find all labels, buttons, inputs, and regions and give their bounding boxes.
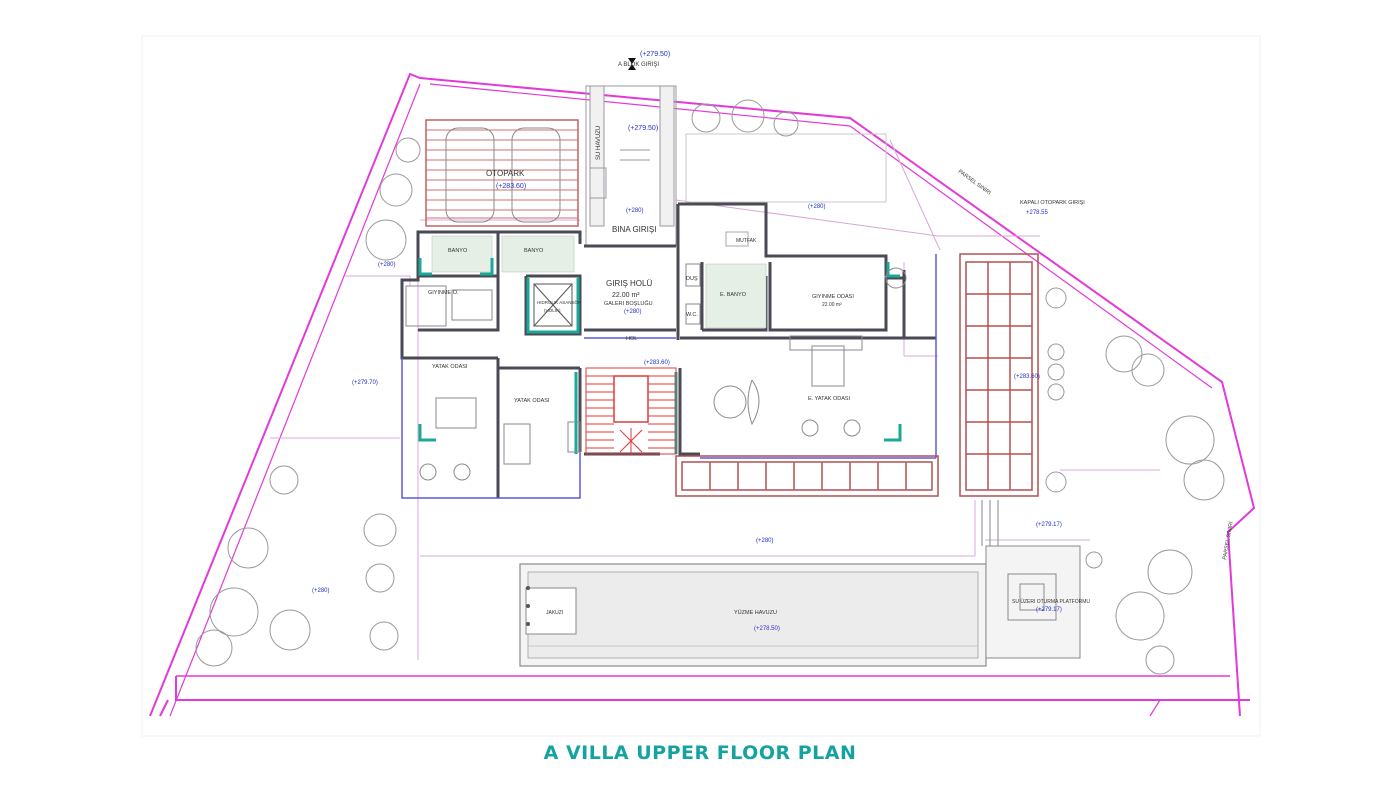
label-banyo-2: BANYO [524, 248, 544, 254]
elevator-shaft [533, 283, 573, 327]
otopark [425, 119, 579, 227]
label-deck-level: (+279.17) [1036, 522, 1062, 528]
label-garden-level-1: (+280) [808, 204, 826, 210]
label-e-yatak: E. YATAK ODASI [808, 396, 851, 402]
label-giris-level: (+280) [624, 309, 642, 315]
swimming-pool [519, 563, 987, 667]
label-hol: HOL [626, 336, 637, 342]
label-otopark-level: (+283.60) [496, 183, 526, 190]
east-pergola [959, 253, 1039, 497]
seating-platform [981, 500, 1081, 659]
staircase [585, 367, 677, 455]
label-giris-area: 22.00 m² [612, 292, 640, 299]
label-water-tank: SU HAVUZU [596, 126, 602, 160]
label-galeri: GALERI BOŞLUĞU [604, 300, 653, 307]
label-kapali-level: +278.55 [1026, 210, 1049, 216]
terrace-pergola [675, 455, 939, 497]
label-pool: YÜZME HAVUZU [734, 609, 777, 616]
label-kitchen: MUTFAK [736, 238, 757, 244]
label-yatak-2: YATAK ODASI [514, 398, 550, 404]
label-garden-level-2: (+280) [378, 262, 396, 268]
label-kapali-otopark: KAPALI OTOPARK GIRIŞI [1020, 200, 1085, 206]
label-dus: DUŞ [686, 276, 698, 282]
entry-corridor [585, 85, 887, 247]
label-west-level: (+279.70) [352, 380, 378, 386]
label-seating-level: (+279.17) [1036, 607, 1062, 613]
label-otopark: OTOPARK [486, 169, 525, 178]
furniture [405, 231, 907, 481]
wet-areas [431, 235, 767, 329]
entry-marker [628, 58, 636, 70]
label-garden-level-3: (+280) [756, 538, 774, 544]
label-giris-holu: GIRIŞ HOLÜ [606, 279, 652, 288]
label-elevator-sub: (HOLIK) [544, 308, 561, 313]
label-giyinme-2: GIYINME ODASI [812, 294, 854, 300]
trees [195, 99, 1225, 675]
label-giyinme-2-area: 22.00 m² [822, 302, 842, 308]
label-giyinme-1: GIYINME O. [428, 290, 459, 296]
label-yatak-1: YATAK ODASI [432, 364, 468, 370]
label-e-banyo: E. BANYO [720, 292, 747, 298]
label-banyo-1: BANYO [448, 248, 468, 254]
parcel-boundary [149, 72, 1256, 717]
label-entry-block: A BLOK GIRIŞI [618, 62, 659, 68]
label-garden-level-4: (+280) [312, 588, 330, 594]
site-lines [270, 139, 1160, 660]
label-entry-level: (+279.50) [640, 51, 670, 58]
label-entry-level-2: (+279.50) [628, 125, 658, 132]
label-wc: W.C. [686, 312, 698, 318]
label-bina-girisi: BINA GIRIŞI [612, 225, 656, 234]
label-elevator: HIDROLIK ASANSÖR [537, 299, 582, 305]
label-hol-level: (+283.60) [644, 360, 670, 366]
label-seating: SU ÜZERI OTURMA PLATFORMU [1012, 598, 1090, 605]
label-terrace-level: (+283.60) [1014, 374, 1040, 380]
label-jakuzi: JAKUZI [546, 610, 563, 616]
plan-caption: A VILLA UPPER FLOOR PLAN [543, 742, 857, 764]
glazing [401, 254, 937, 499]
label-bina-level: (+280) [626, 208, 644, 214]
label-pool-level: (+278.50) [754, 626, 780, 632]
